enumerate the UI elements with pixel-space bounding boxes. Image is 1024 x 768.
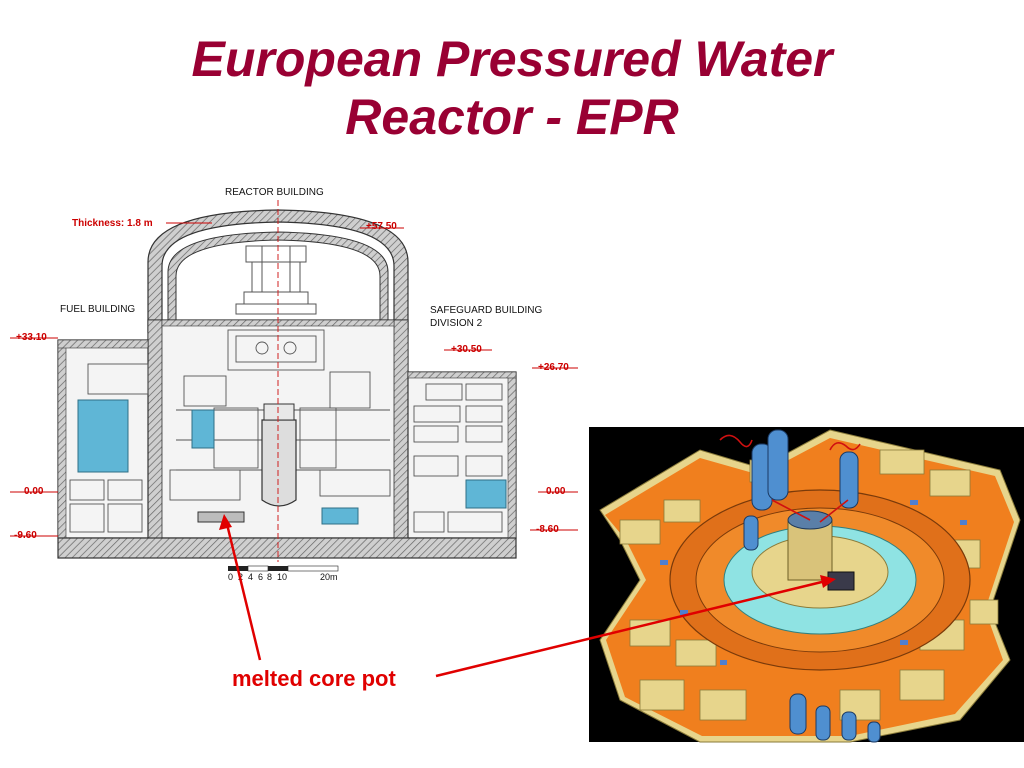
callout-arrows: [224, 519, 831, 678]
elevation-markers: [10, 227, 578, 537]
core-catcher: [197, 511, 245, 523]
scale-end: 20m: [320, 572, 338, 582]
melted-core-pot-caption: melted core pot: [232, 666, 396, 691]
storage-pool: [191, 409, 215, 449]
safeguard-building-label-2: DIVISION 2: [430, 318, 483, 329]
foundation-slab: [57, 537, 517, 559]
reactor-building-label: REACTOR BUILDING: [225, 187, 324, 198]
arrowhead-cross-section: [219, 514, 232, 530]
arrow-to-render: [435, 578, 831, 678]
scale-tick-6: 6: [258, 572, 263, 582]
scale-bar: [228, 565, 339, 572]
scale-tick-4: 4: [248, 572, 253, 582]
polar-crane: [235, 245, 317, 315]
reactor-pressure-vessel: [261, 419, 297, 507]
elevation-ground-right: 0.00: [546, 486, 566, 497]
elevation-safeguard-roof: +30.50: [451, 344, 482, 355]
slide-title: European Pressured Water Reactor - EPR: [0, 30, 1024, 146]
arrow-to-cross-section: [224, 519, 262, 661]
elevation-safeguard-side: +26.70: [538, 362, 569, 373]
elevation-top: +57.50: [366, 221, 397, 232]
cross-section-labels: REACTOR BUILDING Thickness: 1.8 m FUEL B…: [14, 187, 569, 582]
elevation-base-right: -8.60: [536, 524, 559, 535]
scale-tick-10: 10: [277, 572, 287, 582]
thickness-label: Thickness: 1.8 m: [72, 218, 153, 229]
arrowhead-render: [820, 575, 836, 588]
spent-fuel-pool: [77, 399, 129, 473]
render-steam-generators: [743, 429, 881, 743]
water-tank: [465, 479, 507, 509]
scale-tick-8: 8: [267, 572, 272, 582]
render-vessel-pedestal: [787, 519, 833, 581]
reactor-cross-section: [10, 200, 578, 572]
title-line-1: European Pressured Water: [191, 31, 833, 87]
elevation-base-left: -9.60: [14, 530, 37, 541]
reactor-3d-render: [589, 427, 1024, 743]
elevation-ground-left: 0.00: [24, 486, 44, 497]
elevation-fuel-roof: +33.10: [16, 332, 47, 343]
fuel-building-label: FUEL BUILDING: [60, 304, 135, 315]
title-line-2: Reactor - EPR: [345, 89, 679, 145]
scale-tick-0: 0: [228, 572, 233, 582]
safeguard-building-label-1: SAFEGUARD BUILDING: [430, 305, 542, 316]
